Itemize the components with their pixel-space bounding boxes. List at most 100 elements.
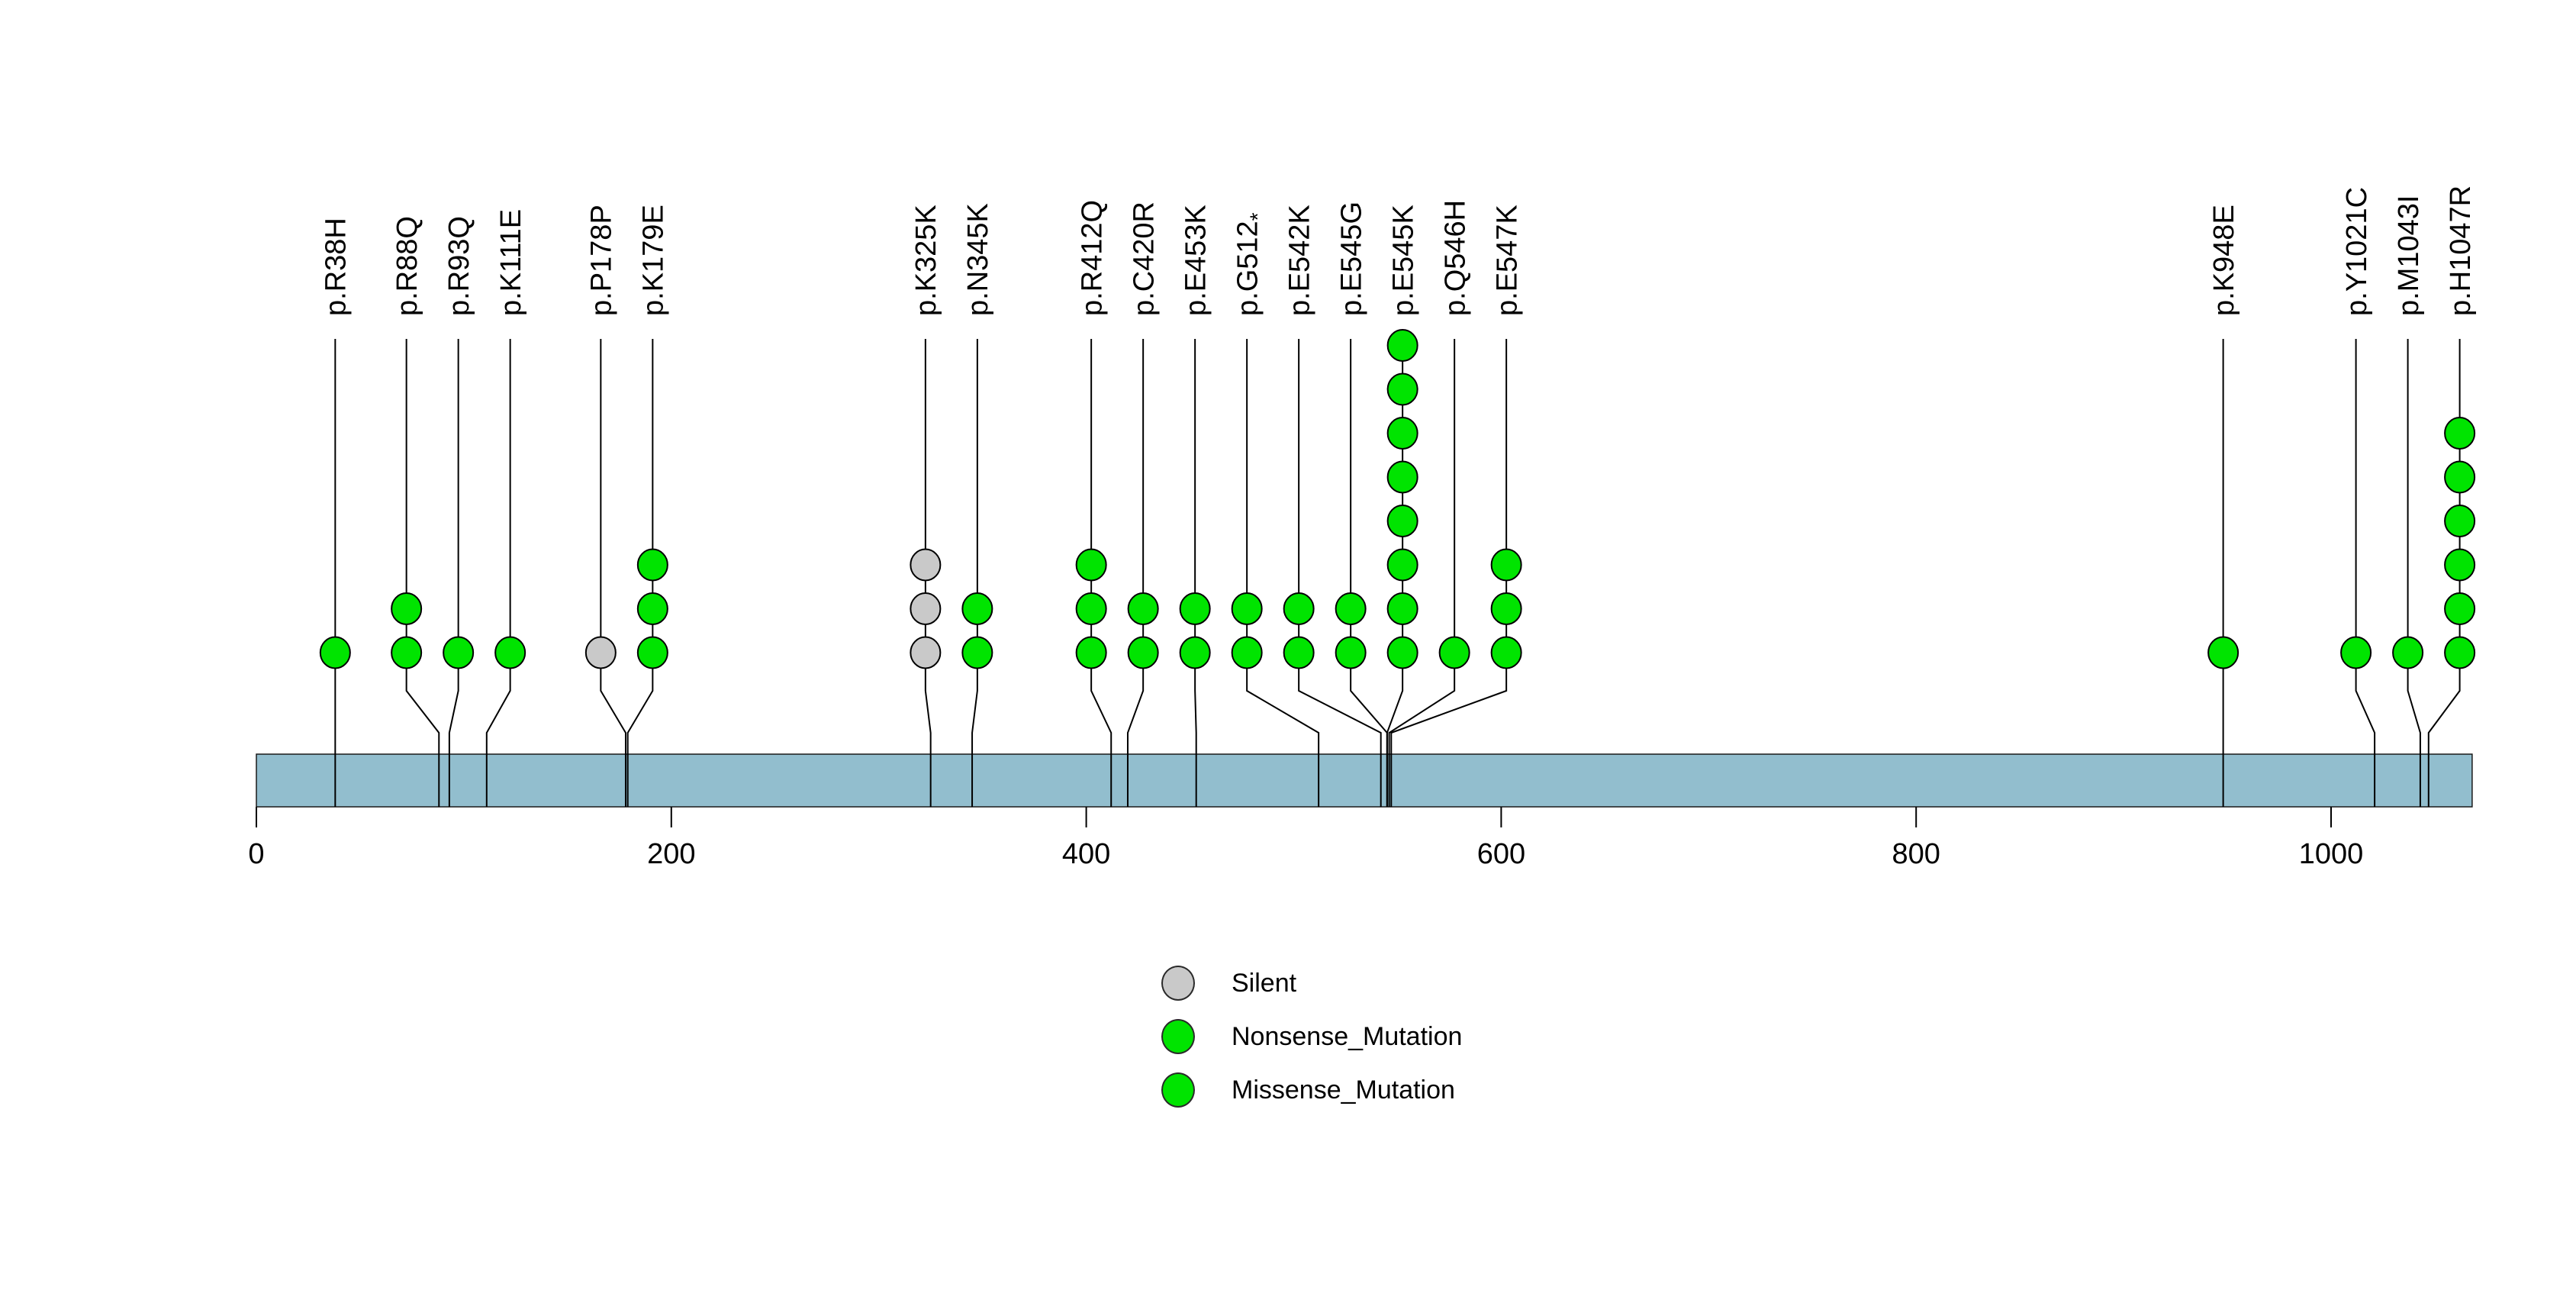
mutation-circle-p.K111E (494, 636, 526, 669)
mutation-circle-p.R93Q (443, 636, 475, 669)
axis-tick-label-200: 200 (647, 838, 695, 870)
legend-swatch-missense-icon (1161, 1072, 1195, 1108)
mutation-label-p.E542K: p.E542K (1283, 205, 1315, 316)
mutation-circle-p.E542K (1283, 636, 1315, 669)
mutation-circle-p.E545G (1335, 636, 1367, 669)
lollipop-stem-p.R88Q (405, 339, 440, 807)
mutation-label-p.K948E: p.K948E (2208, 205, 2240, 316)
legend-label-nonsense: Nonsense_Mutation (1232, 1021, 1463, 1051)
mutation-circle-p.E545K (1386, 460, 1418, 494)
mutation-circle-p.K179E (636, 592, 668, 625)
mutation-label-p.N345K: p.N345K (962, 203, 994, 316)
lollipop-stem-p.C420R (1126, 339, 1145, 807)
mutation-circle-p.C420R (1127, 592, 1159, 625)
axis-tick-label-800: 800 (1892, 838, 1940, 870)
mutation-label-p.R93Q: p.R93Q (443, 216, 475, 316)
mutation-circle-p.K948E (2207, 636, 2240, 669)
mutation-circle-p.N345K (961, 636, 993, 669)
lollipop-stem-p.M1043I (2407, 339, 2421, 807)
mutation-circle-p.K325K (910, 592, 942, 625)
lollipop-stem-p.N345K (971, 339, 978, 807)
mutation-circle-p.M1043I (2392, 636, 2424, 669)
mutation-circle-p.Q546H (1438, 636, 1470, 669)
mutation-circle-p.K179E (636, 636, 668, 669)
mutation-circle-p.P178P (584, 636, 617, 669)
lollipop-stem-p.P178P (600, 339, 626, 807)
axis-tick-label-600: 600 (1477, 838, 1525, 870)
mutation-label-p.E545K: p.E545K (1387, 205, 1419, 316)
mutation-circle-p.E547K (1490, 548, 1522, 582)
mutation-label-p.P178P: p.P178P (586, 205, 618, 316)
mutation-label-p.H1047R: p.H1047R (2445, 185, 2477, 316)
mutation-label-p.K111E: p.K111E (495, 209, 527, 316)
lollipop-stem-p.G512* (1246, 339, 1320, 807)
protein-backbone-bar (256, 753, 2473, 808)
legend-swatch-nonsense-icon (1161, 1019, 1195, 1054)
lollipop-stem-p.Q546H (1388, 339, 1456, 807)
legend-row-nonsense: Nonsense_Mutation (1161, 1010, 1462, 1063)
legend-row-missense: Missense_Mutation (1161, 1063, 1462, 1117)
mutation-label-p.K179E: p.K179E (638, 205, 670, 316)
axis-tick-label-0: 0 (248, 838, 264, 870)
mutation-circle-p.E545K (1386, 548, 1418, 582)
axis-tick-label-1000: 1000 (2299, 838, 2364, 870)
mutation-circle-p.R412Q (1075, 636, 1107, 669)
mutation-circle-p.H1047R (2444, 505, 2476, 537)
mutation-circle-p.G512* (1231, 592, 1263, 625)
mutation-circle-p.R88Q (391, 636, 423, 669)
legend-row-silent: Silent (1161, 956, 1462, 1010)
mutation-label-p.G512*: p.G512* (1232, 212, 1269, 316)
lollipop-stem-p.R412Q (1090, 339, 1113, 807)
lollipop-stem-p.E545G (1350, 339, 1388, 807)
lollipop-stem-p.K179E (626, 339, 654, 807)
legend-swatch-silent-icon (1161, 966, 1195, 1001)
mutation-circle-p.K325K (910, 636, 942, 669)
mutation-circle-p.E545G (1335, 592, 1367, 625)
lollipop-stem-p.E542K (1298, 339, 1382, 807)
mutation-circle-p.H1047R (2444, 548, 2476, 582)
mutation-label-p.E453K: p.E453K (1180, 205, 1212, 316)
mutation-circle-p.E545K (1386, 505, 1418, 537)
mutation-label-p.C420R: p.C420R (1128, 202, 1160, 316)
mutation-circle-p.E453K (1179, 636, 1211, 669)
mutation-circle-p.K325K (910, 548, 942, 582)
legend-label-missense: Missense_Mutation (1232, 1075, 1455, 1105)
mutation-circle-p.Y1021C (2340, 636, 2372, 669)
mutation-circle-p.G512* (1231, 636, 1263, 669)
mutation-label-p.R412Q: p.R412Q (1076, 200, 1108, 316)
lollipop-stem-p.E453K (1194, 339, 1197, 807)
legend-label-silent: Silent (1232, 968, 1297, 998)
mutation-circle-p.R88Q (391, 592, 423, 625)
mutation-circle-p.E545K (1386, 636, 1418, 669)
mutation-circle-p.E545K (1386, 372, 1418, 406)
mutation-circle-p.E545K (1386, 417, 1418, 450)
mutation-circle-p.E545K (1386, 329, 1418, 362)
mutation-circle-p.E542K (1283, 592, 1315, 625)
lollipop-stem-p.E547K (1390, 339, 1508, 807)
mutation-label-p.E547K: p.E547K (1491, 205, 1523, 316)
mutation-label-p.R88Q: p.R88Q (391, 216, 423, 316)
mutation-circle-p.E545K (1386, 592, 1418, 625)
mutation-circle-p.K179E (636, 548, 668, 582)
mutation-circle-p.H1047R (2444, 592, 2476, 625)
mutation-circle-p.H1047R (2444, 460, 2476, 494)
mutation-circle-p.E453K (1179, 592, 1211, 625)
mutation-circle-p.E547K (1490, 592, 1522, 625)
mutation-circle-p.C420R (1127, 636, 1159, 669)
mutation-label-p.M1043I: p.M1043I (2393, 195, 2425, 316)
mutation-circle-p.H1047R (2444, 417, 2476, 450)
mutation-label-p.K325K: p.K325K (910, 205, 942, 316)
mutation-circle-p.H1047R (2444, 636, 2476, 669)
mutation-circle-p.R412Q (1075, 592, 1107, 625)
mutation-label-p.Q546H: p.Q546H (1439, 200, 1471, 316)
mutation-circle-p.R412Q (1075, 548, 1107, 582)
mutation-circle-p.E547K (1490, 636, 1522, 669)
axis-tick-label-400: 400 (1062, 838, 1110, 870)
mutation-label-p.E545G: p.E545G (1335, 202, 1367, 316)
mutation-label-p.Y1021C: p.Y1021C (2341, 187, 2373, 316)
mutation-label-p.R38H: p.R38H (320, 218, 353, 316)
lollipop-stem-p.Y1021C (2355, 339, 2376, 807)
lollipop-stem-p.R93Q (448, 339, 459, 807)
